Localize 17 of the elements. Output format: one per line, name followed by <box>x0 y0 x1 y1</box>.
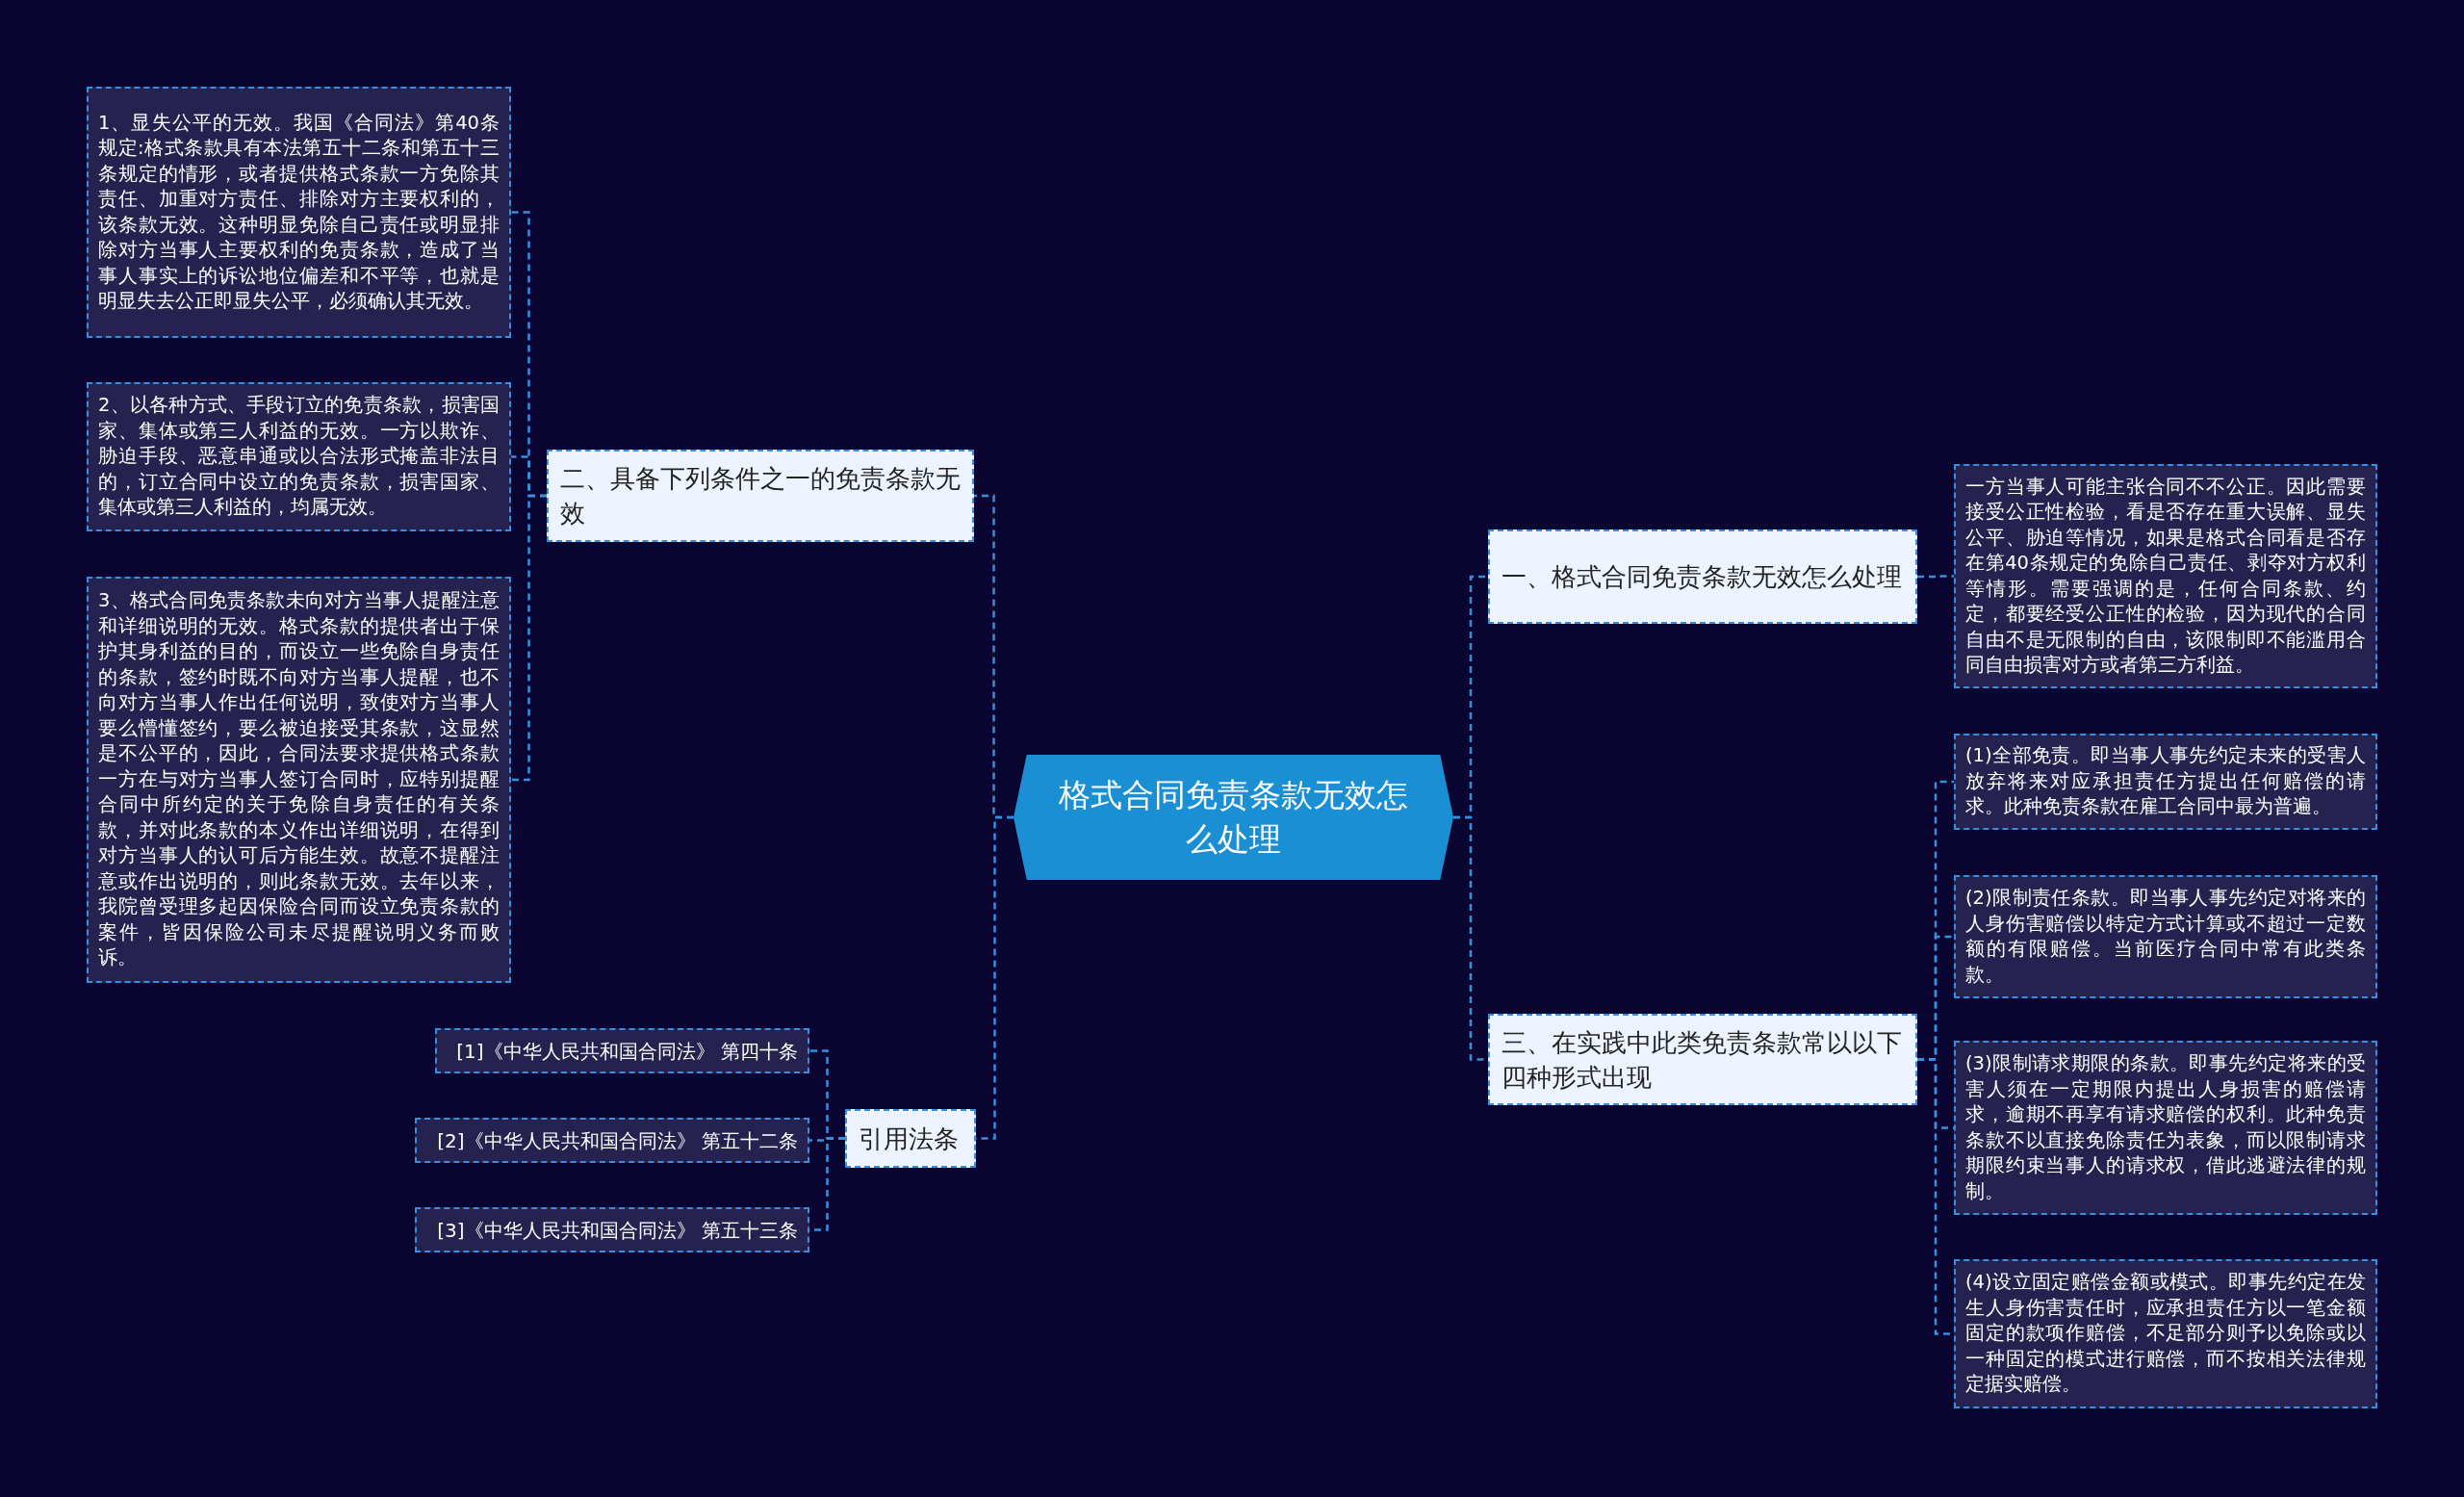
note-box: (3)限制请求期限的条款。即事先约定将来的受害人须在一定期限内提出人身损害的赔偿请求，逾期不再享有请求赔偿的权利。此种免责条款不以直接免除责任为表象，而以限制请求期限约束当事人的请求权，借此逃避法律的规制。 <box>1954 1041 2377 1215</box>
note-box: 2、以各种方式、手段订立的免责条款，损害国家、集体或第三人利益的无效。一方以欺诈、胁迫手段、恶意串通或以合法形式掩盖非法目的，订立合同中设立的免责条款，损害国家、集体或第三人利益的，均属无效。 <box>87 382 511 531</box>
reference-box: [3]《中华人民共和国合同法》 第五十三条 <box>415 1207 809 1252</box>
connector-line <box>511 494 547 782</box>
branch-box: 二、具备下列条件之一的免责条款无效 <box>547 450 974 542</box>
note-box: 3、格式合同免责条款未向对方当事人提醒注意和详细说明的无效。格式条款的提供者出于保护其身利益的目的，而设立一些免除自身责任的条款，签约时既不向对方当事人提醒，也不向对方当事人作出任何说明，致使对方当事人要么懵懂签约，要么被迫接受其条款，这显然是不公平的，因此，合同法要求提供格式条款一方在与对方当事人签订合同时，应特别提醒合同中所约定的关于免除自身责任的有关条款，并对此条款的本义作出详细说明，在得到对方当事人的认可后方能生效。故意不提醒注意或作出说明的，则此条款无效。去年以来，我院曾受理多起因保险合同而设立免责条款的案件，皆因保险公司未尽提醒说明义务而败诉。 <box>87 577 511 983</box>
reference-box: [1]《中华人民共和国合同法》 第四十条 <box>435 1028 809 1073</box>
connector-line <box>1917 575 1954 579</box>
note-box: 1、显失公平的无效。我国《合同法》第40条规定:格式条款具有本法第五十二条和第五十三条规定的情形，或者提供格式条款一方免除其责任、加重对方责任、排除对方主要权利的，该条款无效。这种明显免除自己责任或明显排除对方当事人主要权利的免责条款，造成了当事人事实上的诉讼地位偏差和不平等，也就是明显失去公正即显失公平，必须确认其无效。 <box>87 87 511 338</box>
note-box: (1)全部免责。即当事人事先约定未来的受害人放弃将来对应承担责任方提出任何赔偿的请求。此种免责条款在雇工合同中最为普遍。 <box>1954 734 2377 830</box>
branch-box: 三、在实践中此类免责条款常以以下四种形式出现 <box>1488 1014 1917 1105</box>
branch-box: 一、格式合同免责条款无效怎么处理 <box>1488 529 1917 624</box>
branch-box: 引用法条 <box>845 1109 976 1168</box>
note-box: 一方当事人可能主张合同不不公正。因此需要接受公正性检验，看是否存在重大误解、显失公平、胁迫等情况，如果是格式合同看是否存在第40条规定的免除自己责任、剥夺对方权利等情形。需要强调的是，任何合同条款、约定，都要经受公正性的检验，因为现代的合同自由不是无限制的自由，该限制即不能滥用合同自由损害对方或者第三方利益。 <box>1954 464 2377 688</box>
reference-box: [2]《中华人民共和国合同法》 第五十二条 <box>415 1118 809 1163</box>
note-box: (4)设立固定赔偿金额或模式。即事先约定在发生人身伤害责任时，应承担责任方以一笔金额固定的款项作赔偿，不足部分则予以免除或以一种固定的模式进行赔偿，而不按相关法律规定据实赔偿。 <box>1954 1259 2377 1408</box>
note-box: (2)限制责任条款。即当事人事先约定对将来的人身伤害赔偿以特定方式计算或不超过一定数额的有限赔偿。当前医疗合同中常有此类条款。 <box>1954 875 2377 998</box>
